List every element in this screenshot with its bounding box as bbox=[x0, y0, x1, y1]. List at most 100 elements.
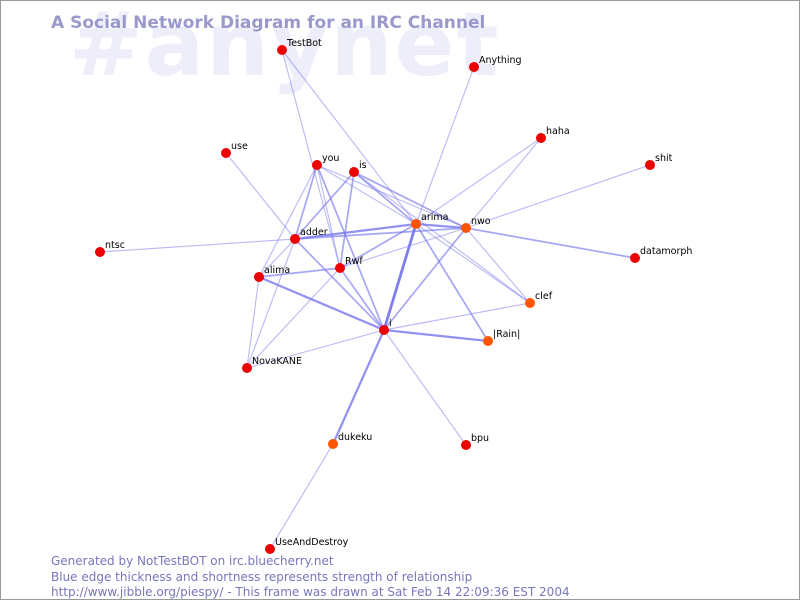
node-label: nwo bbox=[471, 216, 491, 227]
node-label: |Rain| bbox=[493, 329, 520, 340]
node-label: UseAndDestroy bbox=[275, 537, 349, 548]
edge-Rwf-i bbox=[339, 267, 385, 331]
node-label: Rwf bbox=[345, 256, 363, 267]
node-dot bbox=[630, 253, 640, 263]
node-shit: shit bbox=[645, 153, 673, 170]
footer-url-timestamp: http://www.jibble.org/piespy/ - This fra… bbox=[51, 585, 570, 599]
node-ntsc: ntsc bbox=[95, 240, 125, 257]
edge-TestBot-arima bbox=[281, 49, 417, 225]
node-label: bpu bbox=[471, 433, 489, 444]
node-label: use bbox=[231, 141, 248, 152]
edge-TestBot-Rwf bbox=[281, 49, 341, 269]
edge-you-Rwf bbox=[316, 164, 341, 269]
node-dot bbox=[469, 62, 479, 72]
edge-arima-Rain bbox=[415, 223, 489, 342]
node-dot bbox=[461, 440, 471, 450]
node-haha: haha bbox=[536, 126, 570, 143]
footer-legend-note: Blue edge thickness and shortness repres… bbox=[51, 570, 473, 584]
edge-i-dukeku bbox=[331, 329, 386, 445]
node-UseAndDestroy: UseAndDestroy bbox=[265, 537, 349, 554]
edge-Rwf-NovaKANE bbox=[246, 267, 341, 369]
edge-i-bpu bbox=[383, 329, 467, 446]
edge-nwo-Rwf bbox=[339, 227, 467, 269]
node-dot bbox=[645, 160, 655, 170]
node-adder: adder bbox=[290, 227, 328, 244]
edge-i-Rain bbox=[383, 328, 489, 343]
node-dot bbox=[290, 234, 300, 244]
node-alima: alima bbox=[254, 265, 290, 282]
node-datamorph: datamorph bbox=[630, 246, 692, 263]
edge-arima-adder bbox=[294, 222, 417, 241]
edge-Anything-arima bbox=[415, 66, 475, 225]
node-label: clef bbox=[535, 291, 553, 302]
node-dot bbox=[379, 325, 389, 335]
edge-adder-alima bbox=[258, 238, 296, 278]
diagram-title: A Social Network Diagram for an IRC Chan… bbox=[51, 13, 486, 33]
edge-Rwf-alima bbox=[258, 267, 341, 278]
edge-you-nwo bbox=[316, 164, 467, 229]
node-dot bbox=[242, 363, 252, 373]
edge-i-NovaKANE bbox=[246, 329, 385, 369]
node-label: alima bbox=[264, 265, 290, 276]
node-bpu: bpu bbox=[461, 433, 489, 450]
node-label: arima bbox=[421, 212, 448, 223]
node-label: haha bbox=[546, 126, 570, 137]
edge-is-nwo bbox=[353, 171, 467, 229]
node-label: i bbox=[389, 318, 392, 329]
node-TestBot: TestBot bbox=[277, 38, 322, 55]
node-dot bbox=[411, 219, 421, 229]
edge-you-alima bbox=[258, 164, 318, 278]
edge-use-adder bbox=[225, 152, 296, 240]
node-label: adder bbox=[300, 227, 328, 238]
node-label: is bbox=[359, 160, 367, 171]
node-dot bbox=[221, 148, 231, 158]
edge-you-i bbox=[316, 164, 385, 331]
edge-is-Rwf bbox=[339, 171, 355, 269]
edge-adder-ntsc bbox=[99, 238, 296, 253]
edge-adder-i bbox=[294, 238, 385, 331]
edge-shit-nwo bbox=[465, 164, 651, 229]
node-dukeku: dukeku bbox=[328, 432, 372, 449]
edge-is-clef bbox=[353, 171, 531, 304]
node-dot bbox=[461, 223, 471, 233]
edge-adder-NovaKANE bbox=[246, 238, 296, 369]
node-dot bbox=[95, 247, 105, 257]
node-dot bbox=[536, 133, 546, 143]
edge-is-arima bbox=[353, 171, 417, 225]
edge-nwo-clef bbox=[465, 227, 531, 304]
node-label: Anything bbox=[479, 55, 522, 66]
edges-layer bbox=[99, 49, 651, 550]
node-i: i bbox=[379, 318, 392, 335]
node-is: is bbox=[349, 160, 367, 177]
node-dot bbox=[254, 272, 264, 282]
node-arima: arima bbox=[411, 212, 448, 229]
node-label: you bbox=[322, 153, 339, 164]
edge-arima-nwo bbox=[415, 222, 467, 230]
node-clef: clef bbox=[525, 291, 553, 308]
node-NovaKANE: NovaKANE bbox=[242, 356, 302, 373]
edge-you-adder bbox=[294, 164, 318, 240]
node-label: datamorph bbox=[640, 246, 692, 257]
node-label: dukeku bbox=[338, 432, 372, 443]
node-dot bbox=[277, 45, 287, 55]
edge-i-clef bbox=[383, 302, 531, 331]
node-label: shit bbox=[655, 153, 673, 164]
node-Rain: |Rain| bbox=[483, 329, 520, 346]
edge-nwo-adder bbox=[294, 227, 467, 240]
node-dot bbox=[483, 336, 493, 346]
edge-alima-NovaKANE bbox=[246, 276, 260, 369]
edge-alima-i bbox=[258, 275, 385, 332]
edge-nwo-i bbox=[383, 227, 467, 331]
node-nwo: nwo bbox=[461, 216, 491, 233]
footer-generated-by: Generated by NotTestBOT on irc.bluecherr… bbox=[51, 554, 334, 568]
node-label: TestBot bbox=[286, 38, 322, 49]
node-Rwf: Rwf bbox=[335, 256, 363, 273]
edge-arima-clef bbox=[415, 223, 531, 304]
edge-you-arima bbox=[316, 164, 417, 225]
node-label: NovaKANE bbox=[252, 356, 302, 367]
node-you: you bbox=[312, 153, 339, 170]
node-dot bbox=[525, 298, 535, 308]
